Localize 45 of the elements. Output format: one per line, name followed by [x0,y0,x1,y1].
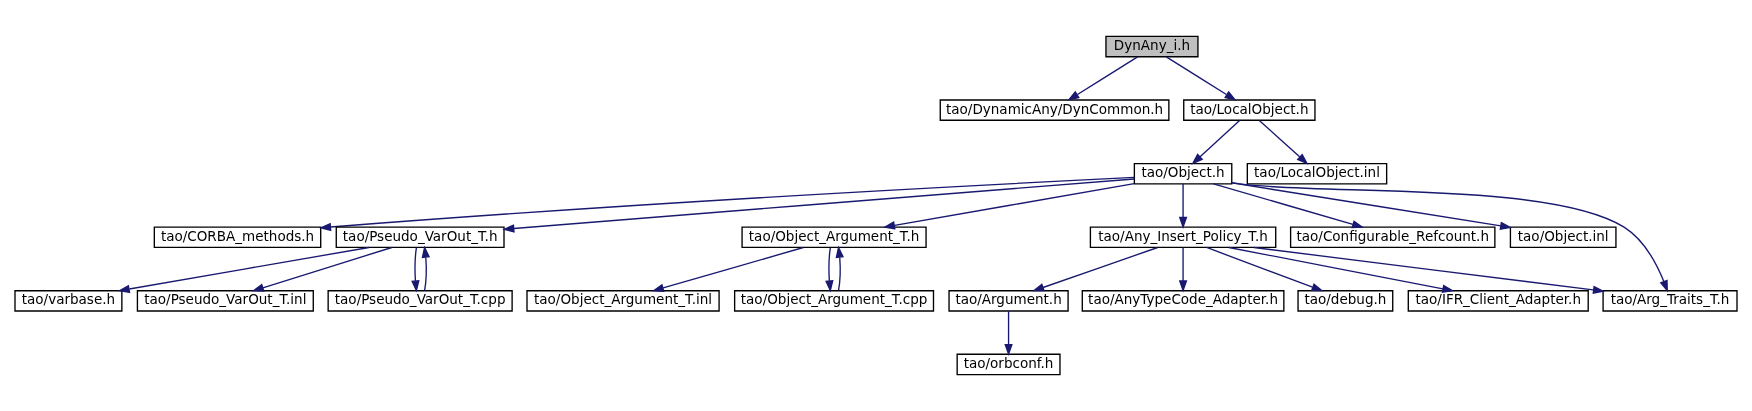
arrow [651,246,805,292]
node-box: tao/CORBA_methods.h [153,226,322,249]
node-box: tao/Any_Insert_Policy_T.h [1089,226,1277,249]
arrow [882,182,1135,230]
node-box: tao/Pseudo_VarOut_T.h [335,226,505,249]
node-box: tao/Object_Argument_T.cpp [733,290,935,312]
arrow [1212,183,1365,229]
arrow [1258,119,1309,165]
arrow [1191,119,1241,165]
arrow [117,246,370,294]
node-box: tao/Arg_Traits_T.h [1602,290,1738,312]
arrow [1206,246,1324,292]
node-box: tao/varbase.h [14,290,123,312]
node-box: tao/IFR_Client_Adapter.h [1407,290,1589,312]
arrow [421,245,431,292]
node-box: tao/Object_Argument_T.inl [526,290,720,312]
arrow [1231,182,1668,293]
arrow [411,246,420,293]
node-box: tao/LocalObject.h [1183,99,1316,121]
arrow [835,245,844,292]
arrow [1032,246,1159,292]
node-box: tao/DynamicAny/DynCommon.h [939,99,1170,121]
arrow [1067,56,1139,101]
node-box: tao/Argument.h [948,290,1069,312]
node-box: tao/Object.inl [1509,226,1617,249]
arrow [825,246,834,293]
node-box: tao/Object_Argument_T.h [741,226,927,249]
arrow [1178,246,1188,293]
arrow [251,246,393,292]
node-box: tao/LocalObject.inl [1246,162,1388,185]
node-box: tao/Pseudo_VarOut_T.inl [136,290,314,312]
arrow [502,178,1135,233]
node-box: DynAny_i.h [1105,35,1199,58]
node-box: tao/Configurable_Refcount.h [1289,226,1496,249]
node-box: tao/Object.h [1133,162,1233,185]
node-box: tao/AnyTypeCode_Adapter.h [1081,290,1285,312]
arrow [1004,310,1013,357]
arrow [1228,246,1455,293]
arrow [1165,56,1237,101]
node-box: tao/Pseudo_VarOut_T.cpp [327,290,513,312]
arrow [318,176,1135,232]
arrow [1253,246,1606,295]
arrow [1178,183,1188,229]
node-box: tao/orbconf.h [956,353,1061,376]
node-box: tao/debug.h [1297,290,1394,312]
